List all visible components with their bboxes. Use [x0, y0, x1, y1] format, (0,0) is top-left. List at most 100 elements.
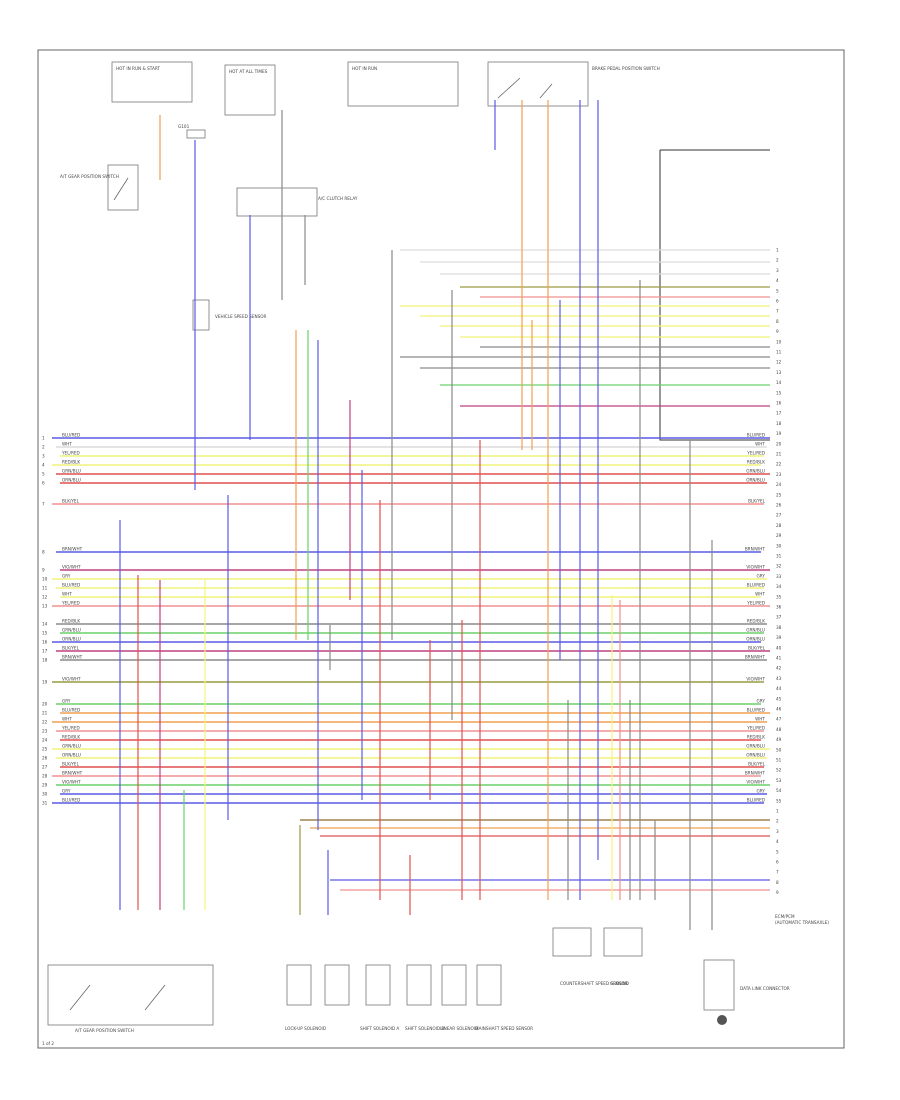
left-pin-31: 31 — [42, 801, 48, 806]
right-pin-36: 36 — [776, 605, 782, 610]
wire-label-right-29: VIO/WHT — [746, 780, 765, 785]
left-pin-12: 12 — [42, 595, 48, 600]
bottom-comp-7: MAINSHAFT SPEED SENSOR — [475, 964, 533, 1031]
left-pin-17: 17 — [42, 649, 48, 654]
right-pin-35: 35 — [776, 594, 782, 599]
right-pin-61: 6 — [776, 860, 779, 865]
right-pin-64: 9 — [776, 890, 779, 895]
svg-text:A/T GEAR POSITION SWITCH: A/T GEAR POSITION SWITCH — [60, 174, 119, 179]
left-pin-27: 27 — [42, 765, 48, 770]
right-pin-6: 6 — [776, 299, 779, 304]
wire-label-left-10: GRY — [62, 574, 71, 579]
right-pin-38: 38 — [776, 625, 782, 630]
wire-label-right-20: GRY — [757, 699, 766, 704]
right-pin-63: 8 — [776, 880, 779, 885]
top-fuse-block-1: HOT IN RUN & START — [111, 61, 193, 103]
svg-text:BRAKE PEDAL POSITION SWITCH: BRAKE PEDAL POSITION SWITCH — [592, 66, 660, 71]
wire-label-left-23: YEL/RED — [61, 726, 80, 731]
svg-text:A/C CLUTCH RELAY: A/C CLUTCH RELAY — [318, 196, 358, 201]
right-pin-13: 13 — [776, 370, 782, 375]
left-pin-22: 22 — [42, 720, 48, 725]
wire-label-left-29: VIO/WHT — [62, 780, 81, 785]
right-pin-42: 42 — [776, 666, 782, 671]
right-pin-28: 28 — [776, 523, 782, 528]
wire-label-right-17: BLK/YEL — [748, 646, 766, 651]
wire-label-left-5: GRN/BLU — [62, 469, 81, 474]
right-pin-27: 27 — [776, 513, 782, 518]
right-pin-24: 24 — [776, 482, 782, 487]
wire-label-left-20: GRY — [62, 699, 71, 704]
right-pin-50: 50 — [776, 747, 782, 752]
right-pin-17: 17 — [776, 411, 782, 416]
right-pin-2: 2 — [776, 258, 779, 263]
svg-text:(AUTOMATIC TRANSAXLE): (AUTOMATIC TRANSAXLE) — [775, 920, 829, 925]
wire-label-right-3: YEL/RED — [746, 451, 765, 456]
wire-label-right-31: BLU/RED — [747, 798, 765, 803]
vertical-wires — [119, 100, 713, 930]
right-pin-15: 15 — [776, 390, 782, 395]
right-pin-62: 7 — [776, 870, 779, 875]
right-pin-numbers: 1234567891011121314151617181920212223242… — [776, 248, 782, 896]
left-sensor: VEHICLE SPEED SENSOR — [192, 299, 267, 331]
wire-label-left-14: RED/BLK — [62, 619, 80, 624]
left-pin-9: 9 — [42, 568, 45, 573]
wire-label-left-17: BLK/YEL — [62, 646, 80, 651]
left-pin-3: 3 — [42, 454, 45, 459]
right-pin-11: 11 — [776, 350, 782, 355]
svg-text:A/T GEAR POSITION SWITCH: A/T GEAR POSITION SWITCH — [75, 1028, 134, 1033]
top-fuse-block-3: HOT IN RUN — [347, 61, 459, 107]
right-pin-37: 37 — [776, 615, 782, 620]
left-pin-16: 16 — [42, 640, 48, 645]
wire-label-right-30: GRY — [757, 789, 766, 794]
right-pin-58: 3 — [776, 829, 779, 834]
left-pin-6: 6 — [42, 481, 45, 486]
wire-label-left-16: ORN/BLU — [62, 637, 81, 642]
right-pin-4: 4 — [776, 278, 779, 283]
right-pin-56: 1 — [776, 809, 779, 814]
wire-label-right-22: WHT — [755, 717, 765, 722]
left-pin-23: 23 — [42, 729, 48, 734]
right-pin-41: 41 — [776, 656, 782, 661]
bottom-comp-2: LOCK-UP SOLENOID — [285, 964, 326, 1031]
svg-text:MAINSHAFT SPEED SENSOR: MAINSHAFT SPEED SENSOR — [475, 1026, 533, 1031]
wire-label-left-3: YEL/RED — [61, 451, 80, 456]
right-pin-18: 18 — [776, 421, 782, 426]
wire-label-left-28: BRN/WHT — [62, 771, 83, 776]
right-pin-32: 32 — [776, 564, 782, 569]
wire-label-left-27: BLK/YEL — [62, 762, 80, 767]
right-pin-21: 21 — [776, 452, 782, 457]
right-pin-23: 23 — [776, 472, 782, 477]
right-pin-8: 8 — [776, 319, 779, 324]
left-pin-28: 28 — [42, 774, 48, 779]
left-pin-24: 24 — [42, 738, 48, 743]
wire-label-left-21: BLU/RED — [62, 708, 80, 713]
left-pin-7: 7 — [42, 502, 45, 507]
right-pin-20: 20 — [776, 441, 782, 446]
wire-label-left-2: WHT — [62, 442, 72, 447]
bottom-comp-6: LINEAR SOLENOID — [440, 964, 478, 1031]
wire-labels: BLU/RED BLU/RED WHT WHT YEL/RED YEL/RED RED/BL… — [61, 433, 766, 803]
bottom-comp-4: SHIFT SOLENOID A — [360, 964, 399, 1031]
wire-label-right-1: BLU/RED — [747, 433, 765, 438]
wire-label-right-27: BLK/YEL — [748, 762, 766, 767]
right-pin-7: 7 — [776, 309, 779, 314]
left-pin-19: 19 — [42, 680, 48, 685]
wire-label-right-6: ORN/BLU — [746, 478, 765, 483]
wire-label-right-5: GRN/BLU — [746, 469, 765, 474]
center-relay: A/C CLUTCH RELAY — [236, 187, 358, 217]
right-pin-9: 9 — [776, 329, 779, 334]
bottom-comp-3 — [324, 964, 350, 1006]
wire-label-right-9: VIO/WHT — [746, 565, 765, 570]
right-pin-25: 25 — [776, 492, 782, 497]
right-pin-12: 12 — [776, 360, 782, 365]
wire-label-right-14: RED/BLK — [747, 619, 765, 624]
right-pin-34: 34 — [776, 584, 782, 589]
left-pin-26: 26 — [42, 756, 48, 761]
right-pin-30: 30 — [776, 543, 782, 548]
wire-label-left-19: VIO/WHT — [62, 677, 81, 682]
svg-text:VEHICLE SPEED SENSOR: VEHICLE SPEED SENSOR — [215, 314, 267, 319]
right-pin-39: 39 — [776, 635, 782, 640]
svg-text:G101: G101 — [178, 124, 190, 129]
right-pin-55: 55 — [776, 798, 782, 803]
right-pin-31: 31 — [776, 554, 782, 559]
